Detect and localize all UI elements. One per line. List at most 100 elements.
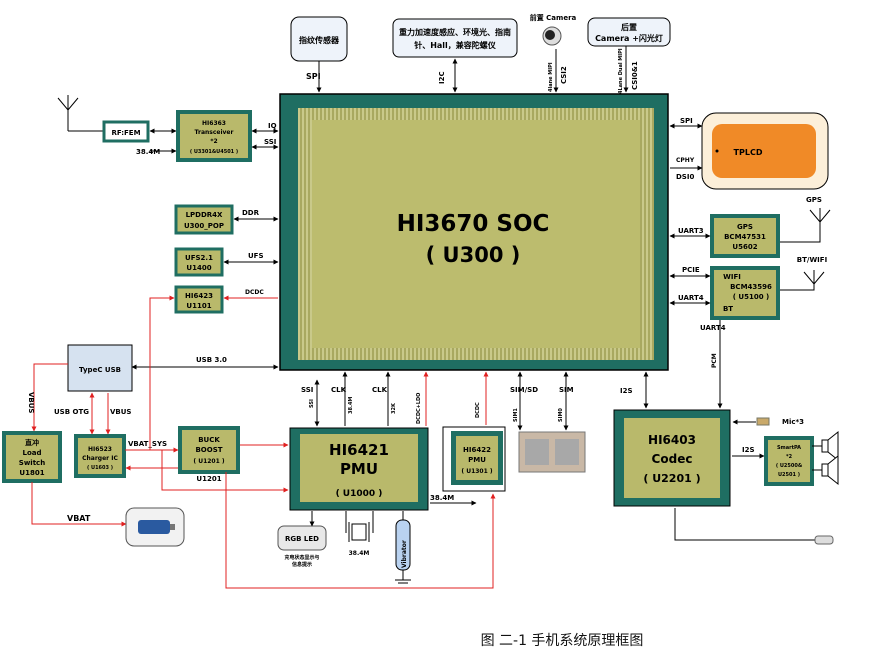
label-blocks-load-2: Load <box>22 449 41 457</box>
front-camera: 前置 Camera <box>530 13 577 46</box>
figure-caption: 图 二-1 手机系统原理框图 <box>481 633 644 649</box>
label-blocks-transceiver-2: Transceiver <box>195 129 234 136</box>
pmu-chip: HI6421 PMU ( U1000 ) <box>289 427 429 511</box>
label-blocks-wifi-3: ( U5100 ) <box>733 293 769 301</box>
label-labels-ssi-b: SSI <box>301 386 313 394</box>
label-codec-name1: HI6403 <box>648 433 696 447</box>
label-pmu-ref: ( U1000 ) <box>336 489 383 499</box>
label-blocks-buck-4: U1201 <box>196 475 221 483</box>
label-labels-iq: IQ <box>268 122 277 130</box>
label-labels-vbat: VBAT <box>67 514 91 523</box>
label-labels-pcm: PCM <box>711 353 718 368</box>
label-blocks-transceiver-3: *2 <box>210 138 217 145</box>
label-blocks-sensors-line1: 重力加速度感应、环境光、指南 <box>399 27 511 37</box>
label-labels-vbat-sys: VBAT_SYS <box>128 440 167 448</box>
label-labels-i2s: I2S <box>620 387 633 395</box>
label-labels-ssi-b: SSI <box>309 399 315 408</box>
label-labels-pcie: PCIE <box>682 266 700 274</box>
fingerprint-block: 指纹传感器 <box>290 16 348 62</box>
label-blocks-hi6423-2: U1101 <box>186 302 211 310</box>
label-labels-dcdc: DCDC <box>245 289 264 296</box>
gps-block: GPS BCM47531 U5602 <box>710 214 780 258</box>
load-switch-block: 直冲 Load Switch U1801 <box>2 431 62 483</box>
wifi-block: WIFI BCM43596 ( U5100 ) BT <box>710 266 780 320</box>
label-blocks-load-4: U1801 <box>19 469 44 477</box>
label-labels-m384-b: 38.4M <box>348 397 354 414</box>
label-blocks-smartpa-4: U2501 ) <box>778 472 800 478</box>
label-labels-uart4b: UART4 <box>700 324 726 332</box>
label-labels-csi2: CSI2 <box>560 66 568 84</box>
label-blocks-fingerprint: 指纹传感器 <box>299 35 340 45</box>
label-labels-dsi0: DSI0 <box>676 173 694 181</box>
label-blocks-rgb: RGB LED <box>285 535 319 543</box>
label-codec-ref: ( U2201 ) <box>643 472 700 485</box>
tplcd-block: TPLCD <box>701 112 829 190</box>
label-labels-dcdc-b: DCDC <box>475 402 481 418</box>
label-labels-clk1: CLK <box>331 386 347 394</box>
label-pmu2-name: HI6422 <box>463 446 491 454</box>
label-labels-usbotg: USB OTG <box>54 408 89 416</box>
label-blocks-load-1: 直冲 <box>25 438 39 447</box>
label-blocks-typec: TypeC USB <box>79 366 121 374</box>
label-blocks-gps-3: U5602 <box>732 243 757 251</box>
rf-antenna-left <box>57 95 104 132</box>
label-blocks-buck-3: ( U1201 ) <box>193 458 224 465</box>
label-blocks-rear-cam-line1: 后置 <box>621 22 637 32</box>
label-labels-dcdc-ldo: DCDC+LDO <box>416 393 422 424</box>
rf-fem-block: RF:FEM <box>102 120 150 143</box>
transceiver-block: HI6363 Transceiver *2 ( U3301&U4501 ) <box>176 110 252 162</box>
battery-icon <box>125 507 185 547</box>
label-blocks-smartpa-3: ( U2500& <box>776 463 803 469</box>
label-blocks-vibrator: Vibrator <box>401 540 408 568</box>
label-labels-vbus: VBUS <box>27 392 35 413</box>
label-labels-spi-lcd: SPI <box>680 117 693 125</box>
label-labels-sim: SIM <box>559 386 574 394</box>
mic-icon <box>756 417 770 426</box>
label-labels-mipi: 4lane MIPI <box>548 62 554 92</box>
btwifi-antenna <box>780 270 825 291</box>
hi6423-block: HI6423 U1101 <box>174 285 224 314</box>
label-labels-simsd: SIM/SD <box>510 386 538 394</box>
pmu2-chip: HI6422 PMU ( U1301 ) <box>442 426 506 492</box>
label-blocks-transceiver-4: ( U3301&U4501 ) <box>190 149 238 155</box>
label-blocks-front-cam: 前置 Camera <box>530 13 577 22</box>
label-blocks-mic: Mic*3 <box>782 418 804 426</box>
label-labels-i2s-pa: I2S <box>742 446 755 454</box>
soc-ref: ( U300 ) <box>426 243 521 267</box>
label-labels-k32: 32K <box>391 402 397 414</box>
label-blocks-buck-1: BUCK <box>198 436 220 444</box>
label-blocks-rgb-note1: 充电状态显示与 <box>284 554 319 561</box>
soc-name: HI3670 SOC <box>397 211 550 237</box>
label-labels-m384-rf: 38.4M <box>136 148 160 156</box>
label-blocks-gps-2: BCM47531 <box>724 233 766 241</box>
gps-antenna <box>780 208 831 243</box>
label-blocks-gps-1: GPS <box>737 223 753 231</box>
label-pmu2-sub: PMU <box>468 456 486 464</box>
label-labels-ddr: DDR <box>242 209 260 217</box>
charger-block: HI6523 Charger IC ( U1603 ) <box>74 434 126 478</box>
label-labels-clk2: CLK <box>372 386 388 394</box>
soc-chip: HI3670 SOC ( U300 ) <box>279 93 669 371</box>
label-blocks-charger-3: ( U1603 ) <box>87 465 113 471</box>
label-blocks-ufs-1: UFS2.1 <box>185 254 213 262</box>
sensors-block: 重力加速度感应、环境光、指南 针、Hall，兼容陀螺仪 <box>392 18 518 58</box>
label-labels-ufs: UFS <box>248 252 264 260</box>
label-blocks-charger-2: Charger IC <box>82 455 118 462</box>
label-labels-ssi: SSI <box>264 138 276 146</box>
ufs-block: UFS2.1 U1400 <box>174 247 224 277</box>
label-blocks-rgb-note2: 信息提示 <box>292 561 312 568</box>
sim-tray-icon <box>518 431 586 473</box>
smartpa-block: SmartPA *2 ( U2500& U2501 ) <box>764 436 814 486</box>
label-blocks-charger-1: HI6523 <box>88 446 112 453</box>
codec-chip: HI6403 Codec ( U2201 ) <box>613 409 731 507</box>
label-labels-spi-top: SPI <box>306 72 321 81</box>
label-pmu-name1: HI6421 <box>329 441 389 459</box>
label-blocks-lcd: TPLCD <box>734 148 763 157</box>
label-labels-gps-ant: GPS <box>806 196 822 204</box>
label-labels-usb30: USB 3.0 <box>196 356 227 364</box>
rgb-led-block: RGB LED 充电状态显示与 信息提示 <box>277 525 327 568</box>
label-labels-uart3: UART3 <box>678 227 704 235</box>
speaker-icon <box>812 430 839 486</box>
earphone-icon <box>814 535 834 545</box>
label-blocks-rear-cam-line2: Camera +闪光灯 <box>595 33 663 43</box>
